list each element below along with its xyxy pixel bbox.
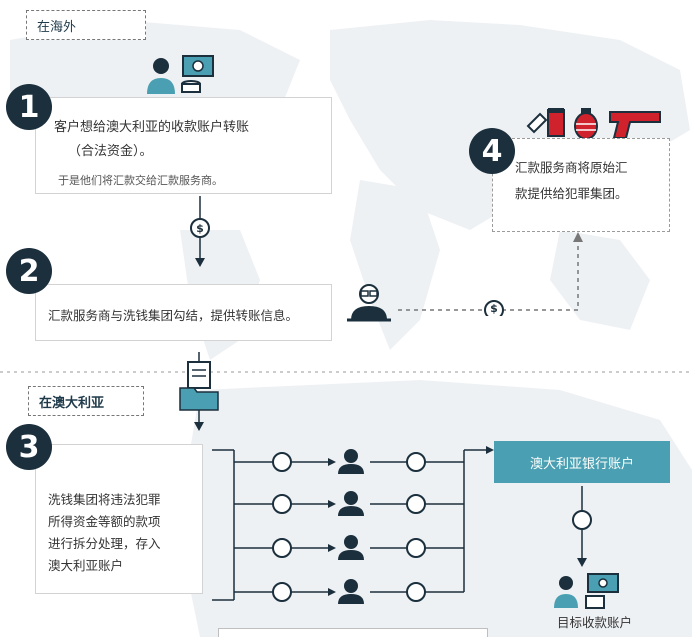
arrow-down-icon — [572, 486, 592, 567]
coin-icon — [572, 510, 592, 530]
step4-box: 汇款服务商将原始汇 款提供给犯罪集团。 — [492, 138, 670, 232]
bank-account-label: 澳大利亚银行账户 — [529, 456, 634, 472]
coin-icon — [190, 218, 210, 238]
step2-text: 汇款服务商与洗钱集团勾结，提供转账信息。 — [48, 308, 299, 323]
step3-box: 洗钱集团将违法犯罪 所得资金等额的款项 进行拆分处理，存入 澳大利亚账户 — [35, 444, 203, 594]
customer-icon — [147, 55, 214, 94]
target-account-icon — [554, 573, 619, 609]
step3-line1: 洗钱集团将违法犯罪 — [48, 492, 161, 507]
coin-icon — [272, 538, 292, 558]
step4-line2: 款提供给犯罪集团。 — [515, 186, 628, 201]
step4-number: 4 — [469, 128, 515, 174]
region-tag-overseas: 在海外 — [26, 10, 146, 40]
document-icon — [187, 361, 211, 389]
grenade-icon — [574, 108, 598, 140]
coin-icon — [406, 452, 426, 472]
region-divider — [0, 371, 692, 373]
step1-box: 客户想给澳大利亚的收款账户转账 （合法资金）。 于是他们将汇款交给汇款服务商。 — [35, 97, 332, 194]
remitter-to-crime-connector — [398, 232, 583, 316]
arrow-down-icon — [190, 196, 210, 267]
step3-number: 3 — [6, 424, 52, 470]
coin-icon — [406, 494, 426, 514]
step1-line1: 客户想给澳大利亚的收款账户转账 — [54, 120, 250, 135]
gun-icon — [609, 111, 661, 139]
step1-line2: （合法资金）。 — [68, 144, 153, 159]
coin-symbol-1: $ — [196, 222, 204, 235]
crime-items-icons — [526, 108, 661, 140]
step3-line2: 所得资金等额的款项 — [48, 514, 161, 529]
mule-person-icon — [338, 449, 364, 604]
remitter-icon — [347, 284, 391, 322]
coin-symbol-2: $ — [490, 302, 498, 315]
step2-box: 汇款服务商与洗钱集团勾结，提供转账信息。 — [35, 284, 332, 341]
coin-icon — [406, 582, 426, 602]
region-tag-australia-label: 在澳大利亚 — [39, 395, 105, 411]
folder-icon — [179, 387, 219, 411]
coin-icon — [272, 582, 292, 602]
step1-line3: 于是他们将汇款交给汇款服务商。 — [58, 174, 223, 187]
split-flow-diagram — [212, 446, 494, 604]
region-tag-australia: 在澳大利亚 — [28, 386, 144, 416]
step1-number: 1 — [6, 84, 52, 130]
coin-icon — [406, 538, 426, 558]
drugs-icon — [526, 108, 565, 137]
region-tag-overseas-label: 在海外 — [37, 19, 77, 35]
step4-line1: 汇款服务商将原始汇 — [515, 160, 628, 175]
coin-icon — [484, 300, 504, 316]
step3-line4: 澳大利亚账户 — [48, 558, 124, 573]
step3-line3: 进行拆分处理，存入 — [48, 536, 161, 551]
cash-icon — [181, 55, 214, 93]
australian-bank-account: 澳大利亚银行账户 — [494, 441, 670, 483]
coin-icon — [272, 452, 292, 472]
bottom-partial-box — [218, 628, 488, 637]
document-folder-icon — [179, 352, 219, 431]
coin-icon — [272, 494, 292, 514]
target-account-label: 目标收款账户 — [557, 615, 633, 630]
step2-number: 2 — [6, 248, 52, 294]
